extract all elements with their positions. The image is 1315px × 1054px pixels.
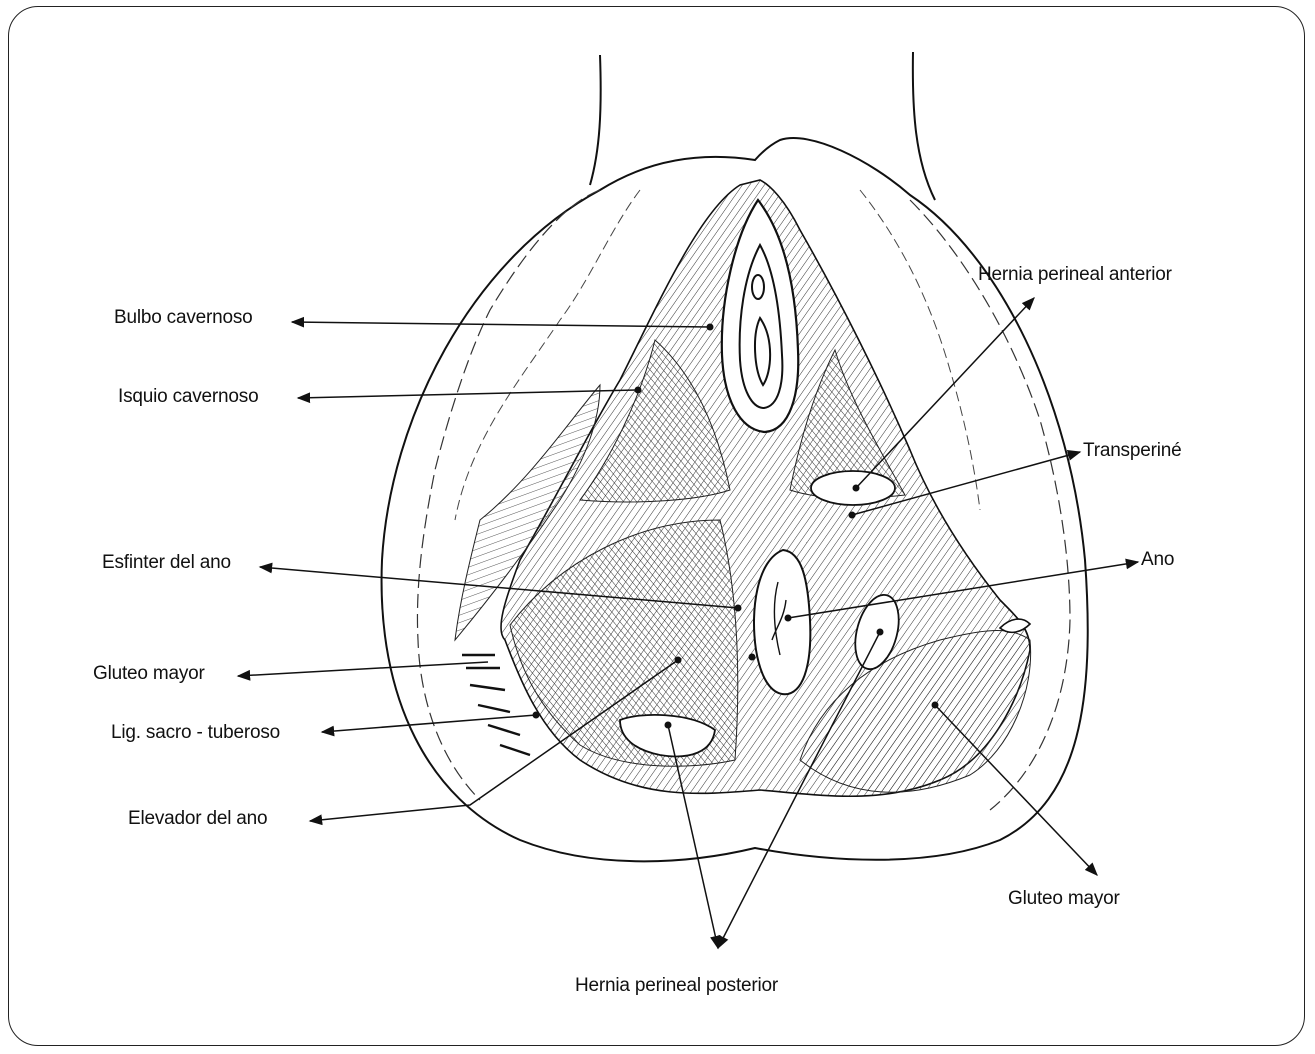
label-esfinter-del-ano: Esfinter del ano (102, 552, 231, 574)
anus-outer (754, 550, 810, 694)
label-isquio-cavernoso: Isquio cavernoso (118, 386, 258, 408)
label-transperine: Transperiné (1083, 440, 1181, 462)
label-bulbo-cavernoso: Bulbo cavernoso (114, 307, 253, 329)
label-hernia-perineal-anterior: Hernia perineal anterior (978, 264, 1172, 286)
label-hernia-perineal-posterior: Hernia perineal posterior (575, 975, 778, 997)
label-ano: Ano (1141, 549, 1174, 571)
urethral-opening (752, 275, 764, 299)
label-gluteo-mayor-right: Gluteo mayor (1008, 888, 1120, 910)
label-gluteo-mayor-left: Gluteo mayor (93, 663, 205, 685)
label-elevador-del-ano: Elevador del ano (128, 808, 267, 830)
left-thigh-outline (590, 55, 601, 185)
label-lig-sacro-tuberoso: Lig. sacro - tuberoso (111, 722, 280, 744)
right-thigh-outline (913, 52, 935, 200)
